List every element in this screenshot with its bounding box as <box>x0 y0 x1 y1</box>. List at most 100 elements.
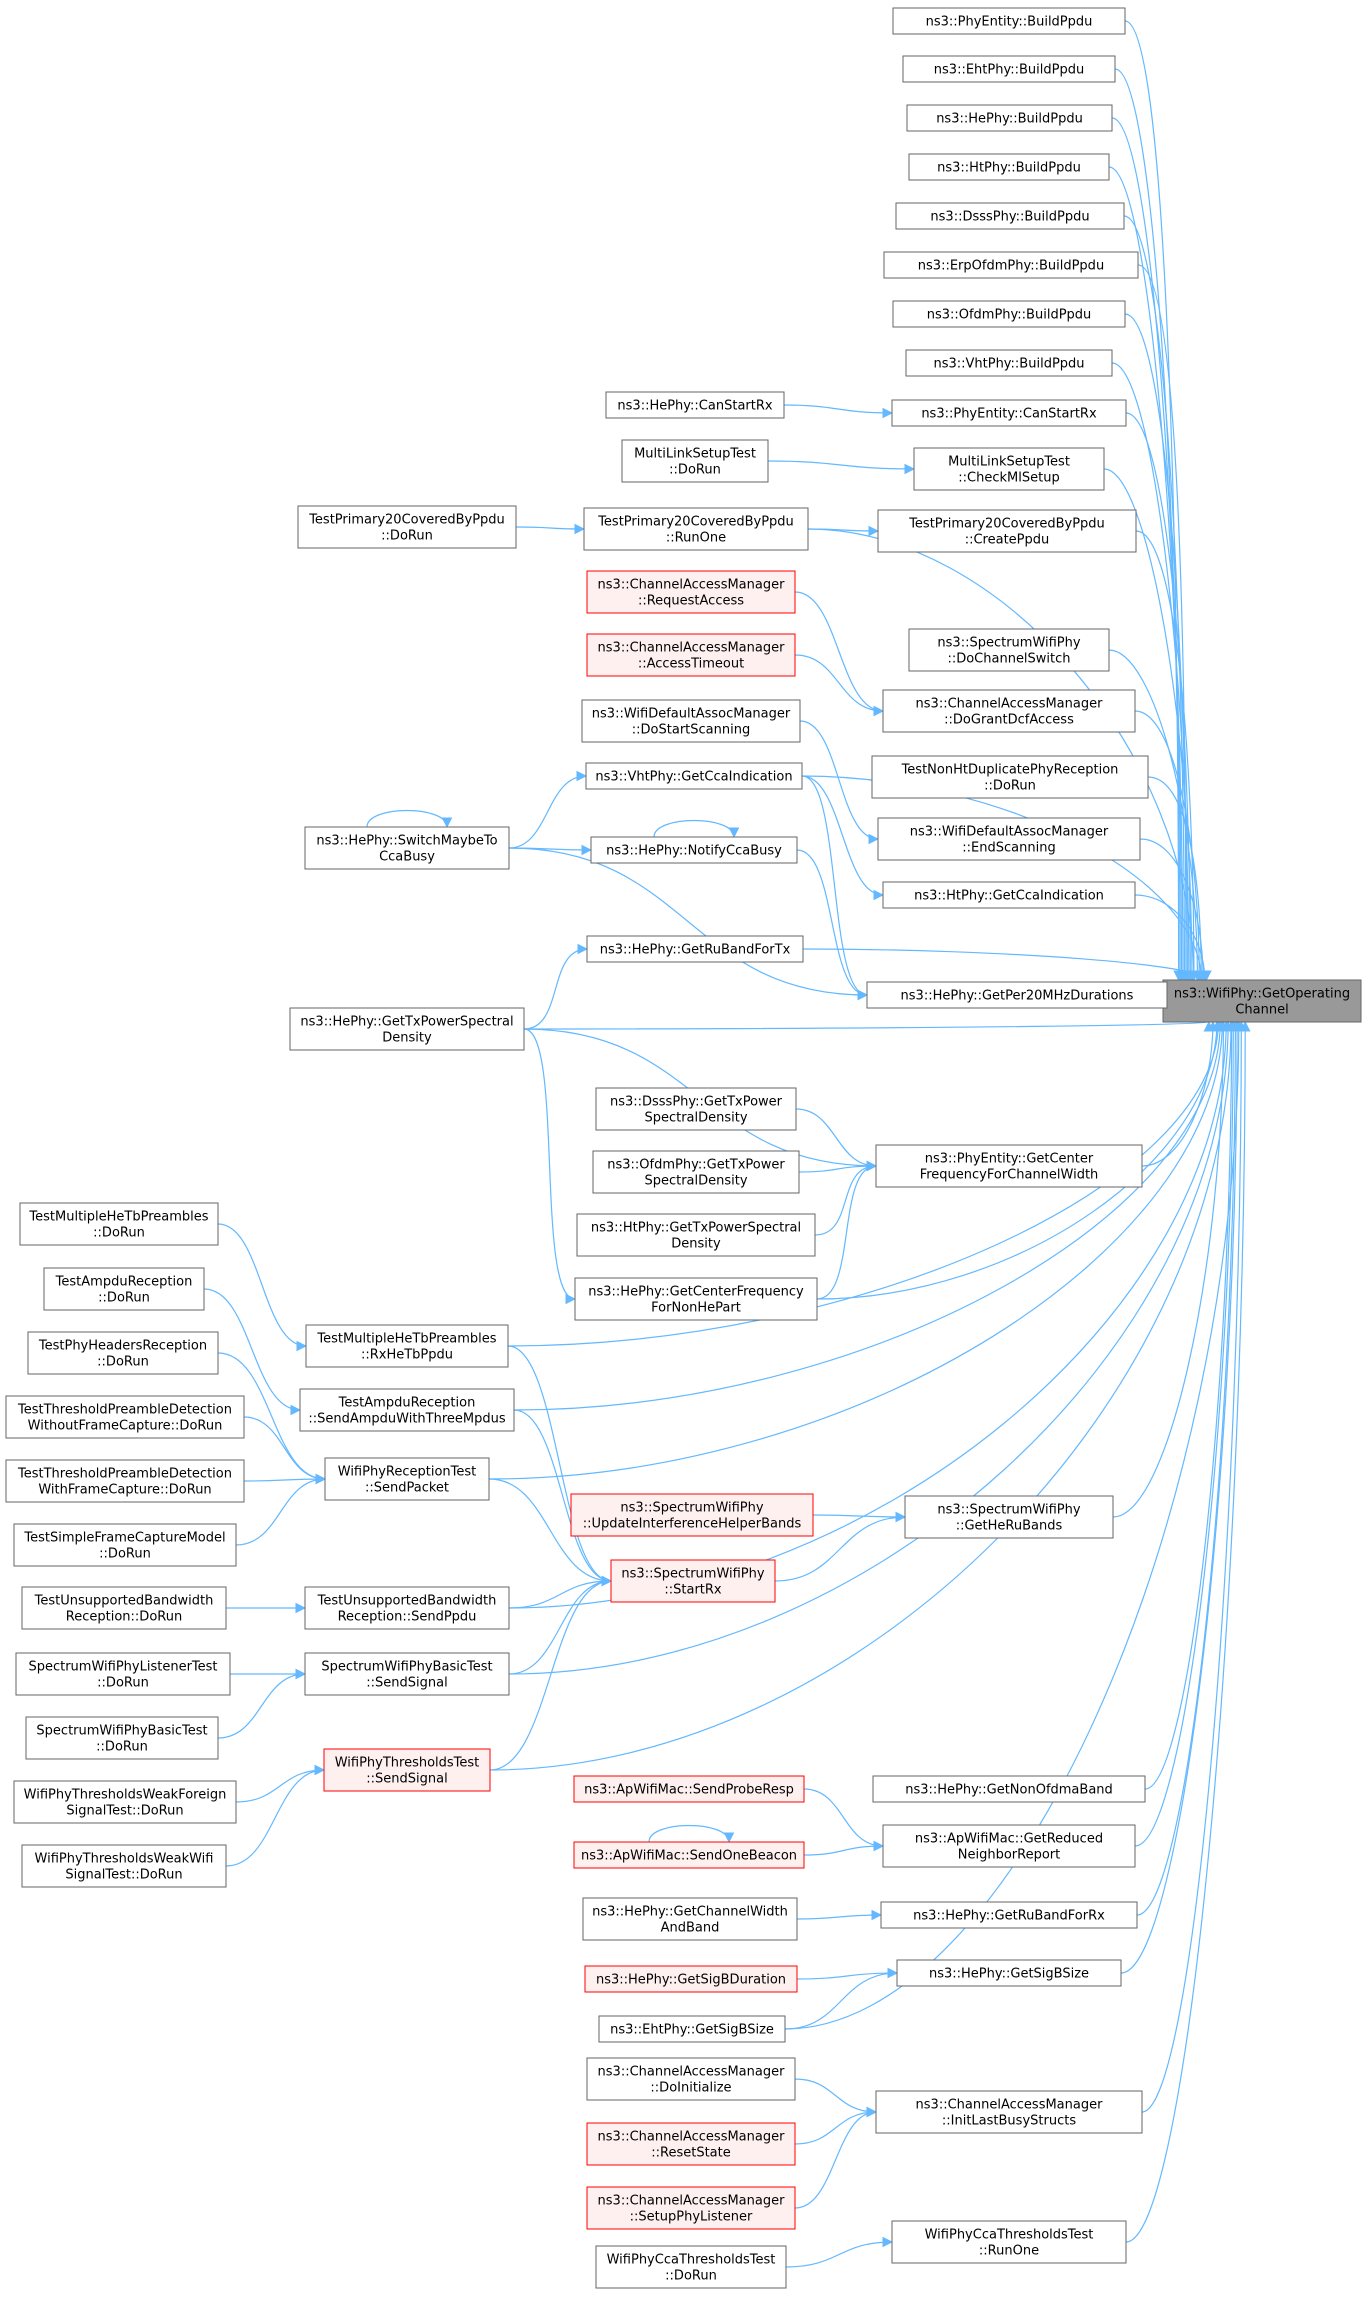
function-node-ns3-wifidefaultassocmanager-endscanning[interactable]: ns3::WifiDefaultAssocManager::EndScannin… <box>877 817 1141 861</box>
function-node-ns3-spectrumwifiphy-startrx[interactable]: ns3::SpectrumWifiPhy::StartRx <box>610 1559 776 1603</box>
function-node-spectrumwifiphybasictest-dorun[interactable]: SpectrumWifiPhyBasicTest::DoRun <box>25 1716 219 1760</box>
function-node-wifiphyreceptiontest-sendpacket[interactable]: WifiPhyReceptionTest::SendPacket <box>324 1457 490 1501</box>
call-edge <box>523 1028 577 1305</box>
node-label-line: ::EndScanning <box>962 841 1055 856</box>
function-node-ns3-hephy-notifyccabusy[interactable]: ns3::HePhy::NotifyCcaBusy <box>590 836 798 864</box>
function-node-testprimary20coveredbyppdu-createppdu[interactable]: TestPrimary20CoveredByPpdu::CreatePpdu <box>877 509 1137 553</box>
function-node-testthresholdpreambledetection-withoutframecapture-dorun[interactable]: TestThresholdPreambleDetectionWithoutFra… <box>5 1395 245 1439</box>
function-node-wifiphythresholdsweakforeign-signaltest-dorun[interactable]: WifiPhyThresholdsWeakForeignSignalTest::… <box>13 1780 237 1824</box>
function-node-ns3-hephy-getper20mhzdurations[interactable]: ns3::HePhy::GetPer20MHzDurations <box>866 981 1168 1009</box>
node-label-line: ns3::PhyEntity::BuildPpdu <box>926 15 1093 30</box>
function-node-wifiphyccathresholdstest-dorun[interactable]: WifiPhyCcaThresholdsTest::DoRun <box>595 2245 787 2289</box>
node-label-line: ns3::HtPhy::BuildPpdu <box>937 161 1081 176</box>
function-node-testprimary20coveredbyppdu-dorun[interactable]: TestPrimary20CoveredByPpdu::DoRun <box>297 505 517 549</box>
function-node-testmultiplehetbpreambles-dorun[interactable]: TestMultipleHeTbPreambles::DoRun <box>19 1202 219 1246</box>
function-node-ns3-vhtphy-getccaindication[interactable]: ns3::VhtPhy::GetCcaIndication <box>585 762 803 790</box>
function-node-testsimpleframecapturemodel-dorun[interactable]: TestSimpleFrameCaptureModel::DoRun <box>13 1523 237 1567</box>
function-node-testampdureception-sendampduwiththreempdus[interactable]: TestAmpduReception::SendAmpduWithThreeMp… <box>299 1388 515 1432</box>
node-box <box>573 1775 805 1803</box>
node-label-line: Density <box>382 1031 432 1046</box>
node-label-line: ns3::HePhy::GetChannelWidth <box>592 1905 788 1920</box>
function-node-ns3-spectrumwifiphy-updateinterferencehelperbands[interactable]: ns3::SpectrumWifiPhy::UpdateInterference… <box>570 1493 814 1537</box>
function-node-ns3-hephy-canstartrx[interactable]: ns3::HePhy::CanStartRx <box>605 391 785 419</box>
function-node-ns3-channelaccessmanager-initlastbusystructs[interactable]: ns3::ChannelAccessManager::InitLastBusyS… <box>875 2090 1143 2134</box>
node-box <box>5 1459 245 1503</box>
function-node-ns3-apwifimac-sendonebeacon[interactable]: ns3::ApWifiMac::SendOneBeacon <box>573 1841 805 1869</box>
function-node-ns3-apwifimac-sendproberesp[interactable]: ns3::ApWifiMac::SendProbeResp <box>573 1775 805 1803</box>
call-edge <box>1136 1020 1241 1916</box>
function-node-ns3-phyentity-canstartrx[interactable]: ns3::PhyEntity::CanStartRx <box>891 399 1127 427</box>
function-node-ns3-channelaccessmanager-requestaccess[interactable]: ns3::ChannelAccessManager::RequestAccess <box>586 570 796 614</box>
function-node-ns3-hephy-getrubandforrx[interactable]: ns3::HePhy::GetRuBandForRx <box>880 1901 1138 1929</box>
function-node-testthresholdpreambledetection-withframecapture-dorun[interactable]: TestThresholdPreambleDetectionWithFrameC… <box>5 1459 245 1503</box>
call-edge <box>774 1511 907 1582</box>
node-label-line: ::CreatePpdu <box>965 533 1050 548</box>
function-node-multilinksetuptest-checkmlsetup[interactable]: MultiLinkSetupTest::CheckMlSetup <box>913 447 1105 491</box>
call-edge <box>801 775 885 901</box>
function-node-ns3-spectrumwifiphy-getherubands[interactable]: ns3::SpectrumWifiPhy::GetHeRuBands <box>904 1495 1114 1539</box>
function-node-wifiphyccathresholdstest-runone[interactable]: WifiPhyCcaThresholdsTest::RunOne <box>891 2220 1127 2264</box>
function-node-ns3-channelaccessmanager-resetstate[interactable]: ns3::ChannelAccessManager::ResetState <box>586 2122 796 2166</box>
function-node-ns3-wifidefaultassocmanager-dostartscanning[interactable]: ns3::WifiDefaultAssocManager::DoStartSca… <box>581 699 801 743</box>
node-box <box>1162 979 1362 1023</box>
node-label-line: Channel <box>1235 1003 1288 1018</box>
function-node-ns3-channelaccessmanager-doinitialize[interactable]: ns3::ChannelAccessManager::DoInitialize <box>586 2057 796 2101</box>
function-node-testnonhtduplicatephyreception-dorun[interactable]: TestNonHtDuplicatePhyReception::DoRun <box>871 755 1149 799</box>
node-box <box>877 817 1141 861</box>
node-box <box>13 1523 237 1567</box>
function-node-ns3-erpofdmphy-buildppdu[interactable]: ns3::ErpOfdmPhy::BuildPpdu <box>883 251 1139 279</box>
function-node-testunsupportedbandwidth-reception-sendppdu[interactable]: TestUnsupportedBandwidthReception::SendP… <box>304 1586 510 1630</box>
call-edge <box>801 775 869 1001</box>
function-node-ns3-ehtphy-getsigbsize[interactable]: ns3::EhtPhy::GetSigBSize <box>598 2015 786 2043</box>
function-node-ns3-ehtphy-buildppdu[interactable]: ns3::EhtPhy::BuildPpdu <box>902 55 1116 83</box>
function-node-testampdureception-dorun[interactable]: TestAmpduReception::DoRun <box>43 1267 205 1311</box>
function-node-ns3-channelaccessmanager-accesstimeout[interactable]: ns3::ChannelAccessManager::AccessTimeout <box>586 633 796 677</box>
function-node-ns3-vhtphy-buildppdu[interactable]: ns3::VhtPhy::BuildPpdu <box>905 349 1113 377</box>
node-label-line: ns3::HtPhy::GetCcaIndication <box>914 889 1104 904</box>
function-node-ns3-ofdmphy-buildppdu[interactable]: ns3::OfdmPhy::BuildPpdu <box>892 300 1126 328</box>
function-node-ns3-hephy-buildppdu[interactable]: ns3::HePhy::BuildPpdu <box>906 104 1113 132</box>
call-edge <box>1103 468 1198 982</box>
function-node-ns3-hephy-getsigbsize[interactable]: ns3::HePhy::GetSigBSize <box>896 1959 1122 1987</box>
function-node-ns3-dsssphy-buildppdu[interactable]: ns3::DsssPhy::BuildPpdu <box>895 202 1125 230</box>
function-node-spectrumwifiphylistenertest-dorun[interactable]: SpectrumWifiPhyListenerTest::DoRun <box>15 1652 231 1696</box>
node-label-line: SpectralDensity <box>644 1111 747 1126</box>
node-label-line: TestMultipleHeTbPreambles <box>28 1210 208 1225</box>
function-node-ns3-spectrumwifiphy-dochannelswitch[interactable]: ns3::SpectrumWifiPhy::DoChannelSwitch <box>908 628 1110 672</box>
function-node-spectrumwifiphybasictest-sendsignal[interactable]: SpectrumWifiPhyBasicTest::SendSignal <box>304 1652 510 1696</box>
function-node-wifiphythresholdstest-sendsignal[interactable]: WifiPhyThresholdsTest::SendSignal <box>323 1748 491 1792</box>
function-node-multilinksetuptest-dorun[interactable]: MultiLinkSetupTest::DoRun <box>621 439 769 483</box>
function-node-testprimary20coveredbyppdu-runone[interactable]: TestPrimary20CoveredByPpdu::RunOne <box>583 507 809 551</box>
function-node-ns3-channelaccessmanager-setupphylistener[interactable]: ns3::ChannelAccessManager::SetupPhyListe… <box>586 2186 796 2230</box>
node-label-line: ns3::PhyEntity::CanStartRx <box>921 407 1097 422</box>
function-node-wifiphythresholdsweakwifi-signaltest-dorun[interactable]: WifiPhyThresholdsWeakWifiSignalTest::DoR… <box>21 1844 227 1888</box>
function-node-ns3-phyentity-buildppdu[interactable]: ns3::PhyEntity::BuildPpdu <box>892 7 1126 35</box>
function-node-ns3-hephy-getcenterfrequency-fornonhepart[interactable]: ns3::HePhy::GetCenterFrequencyForNonHePa… <box>574 1277 818 1321</box>
function-node-ns3-channelaccessmanager-dograntdcfaccess[interactable]: ns3::ChannelAccessManager::DoGrantDcfAcc… <box>882 689 1136 733</box>
function-node-testmultiplehetbpreambles-rxhetbppdu[interactable]: TestMultipleHeTbPreambles::RxHeTbPpdu <box>305 1324 509 1368</box>
node-label-line: TestThresholdPreambleDetection <box>17 1467 232 1482</box>
function-node-ns3-hephy-getrubandfortx[interactable]: ns3::HePhy::GetRuBandForTx <box>586 935 804 963</box>
call-edge <box>796 1909 883 1921</box>
node-label-line: ::DoRun <box>99 1547 151 1562</box>
call-edge <box>513 1409 613 1587</box>
function-node-ns3-phyentity-getcenter-frequencyforchannelwidth[interactable]: ns3::PhyEntity::GetCenterFrequencyForCha… <box>875 1144 1143 1188</box>
call-edge <box>794 654 885 717</box>
function-node-ns3-hephy-getnonofdmaband[interactable]: ns3::HePhy::GetNonOfdmaBand <box>872 1775 1146 1803</box>
node-box <box>573 1841 805 1869</box>
function-node-ns3-hephy-getsigbduration[interactable]: ns3::HePhy::GetSigBDuration <box>584 1965 798 1993</box>
function-node-ns3-htphy-getccaindication[interactable]: ns3::HtPhy::GetCcaIndication <box>882 881 1136 909</box>
function-node-ns3-htphy-buildppdu[interactable]: ns3::HtPhy::BuildPpdu <box>908 153 1110 181</box>
node-label-line: ::DoChannelSwitch <box>947 652 1070 667</box>
function-node-testphyheadersreception-dorun[interactable]: TestPhyHeadersReception::DoRun <box>27 1331 219 1375</box>
node-label-line: ns3::HePhy::GetPer20MHzDurations <box>901 989 1134 1004</box>
